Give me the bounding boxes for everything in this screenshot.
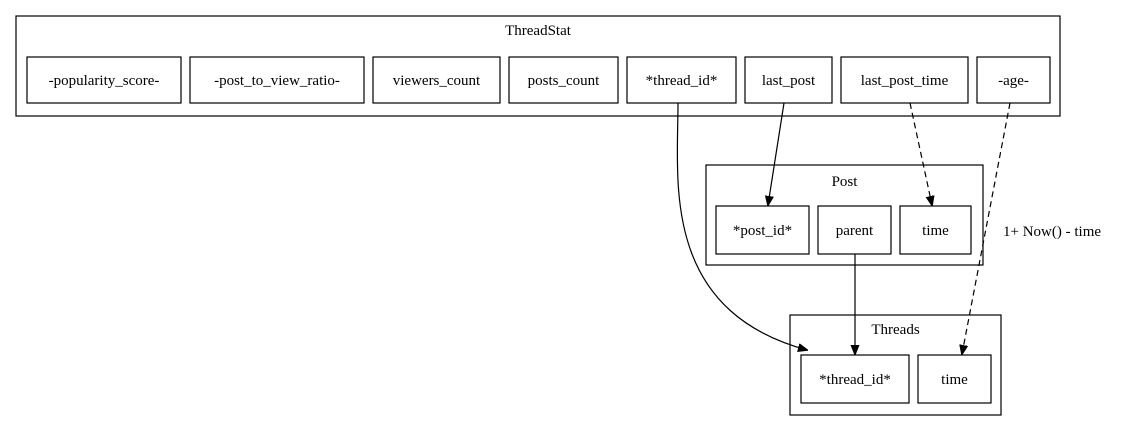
cluster-post: Post *post_id* parent time [705,164,984,266]
field-last-post-time-label: last_post_time [861,73,949,89]
edge-thread-id-to-threads-thread-id [676,102,807,350]
field-posts-count: posts_count [508,56,619,104]
field-post-to-view-ratio-label: -post_to_view_ratio- [214,73,340,89]
edge-last-post-to-post-id [768,102,785,205]
field-last-post-time: last_post_time [840,56,969,104]
field-age-label: -age- [998,73,1029,89]
field-age: -age- [976,56,1051,104]
cluster-threads-frame [789,314,1002,416]
field-post-id: *post_id* [715,205,810,255]
field-last-post: last_post [744,56,833,104]
cluster-post-title: Post [832,174,859,190]
field-post-to-view-ratio: -post_to_view_ratio- [189,56,365,104]
cluster-threadstat: ThreadStat -popularity_score- -post_to_v… [15,15,1061,117]
field-post-id-label: *post_id* [733,223,792,239]
field-threads-thread-id-label: *thread_id* [819,372,891,388]
edge-last-post-time-to-post-time [909,102,932,205]
field-last-post-label: last_post [762,73,816,89]
field-post-time-label: time [922,223,949,239]
edge-age-label: 1+ Now() - time [1003,224,1101,240]
field-viewers-count-label: viewers_count [393,73,481,89]
cluster-threadstat-title: ThreadStat [505,23,572,39]
field-post-time: time [899,205,972,255]
field-posts-count-label: posts_count [528,73,601,89]
field-viewers-count: viewers_count [372,56,501,104]
field-parent: parent [817,205,892,255]
field-threads-time: time [917,354,992,404]
field-threadstat-thread-id: *thread_id* [626,56,737,104]
field-popularity-score-label: -popularity_score- [49,73,160,89]
field-popularity-score: -popularity_score- [26,56,182,104]
cluster-threads-title: Threads [871,322,919,338]
edge-age-to-threads-time [962,102,1011,354]
field-threadstat-thread-id-label: *thread_id* [646,73,718,89]
field-threads-thread-id: *thread_id* [800,354,910,404]
cluster-threadstat-frame [15,15,1061,117]
field-parent-label: parent [836,223,874,239]
cluster-post-frame [705,164,984,266]
field-threads-time-label: time [941,372,968,388]
cluster-threads: Threads *thread_id* time [789,314,1002,416]
